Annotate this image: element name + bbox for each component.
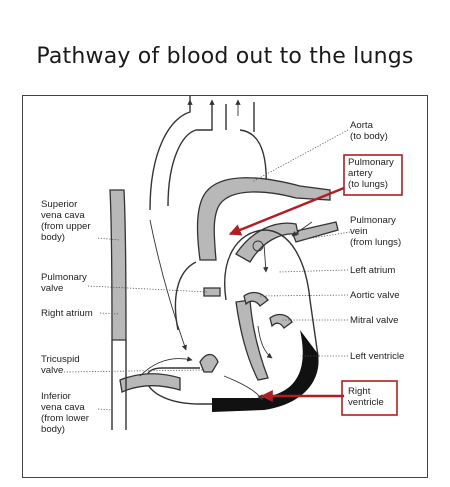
label-mitral-valve: Mitral valve bbox=[350, 315, 399, 326]
label-aorta: Aorta(to body) bbox=[350, 120, 388, 142]
pulmonary-artery-red-arrow bbox=[228, 186, 345, 236]
pulmonary-artery-highlight-box bbox=[343, 154, 403, 196]
aorta-shape bbox=[149, 96, 267, 211]
label-aortic-valve: Aortic valve bbox=[350, 290, 400, 301]
page-title: Pathway of blood out to the lungs bbox=[36, 44, 414, 69]
label-right-atrium: Right atrium bbox=[41, 308, 93, 319]
diagram-frame bbox=[22, 95, 428, 478]
label-left-ventricle: Left ventricle bbox=[350, 351, 404, 362]
label-left-atrium: Left atrium bbox=[350, 265, 395, 276]
pulmonary-artery-shape bbox=[196, 177, 331, 261]
blood-flow-arrows bbox=[139, 219, 313, 401]
pulmonary-vein-shape bbox=[235, 221, 339, 263]
superior-vena-cava-shape bbox=[109, 189, 127, 341]
right-ventricle-highlight-box bbox=[341, 380, 398, 416]
leader-lines bbox=[63, 129, 351, 411]
svg-text:Aorta(to body): Aorta(to body) bbox=[350, 120, 388, 142]
